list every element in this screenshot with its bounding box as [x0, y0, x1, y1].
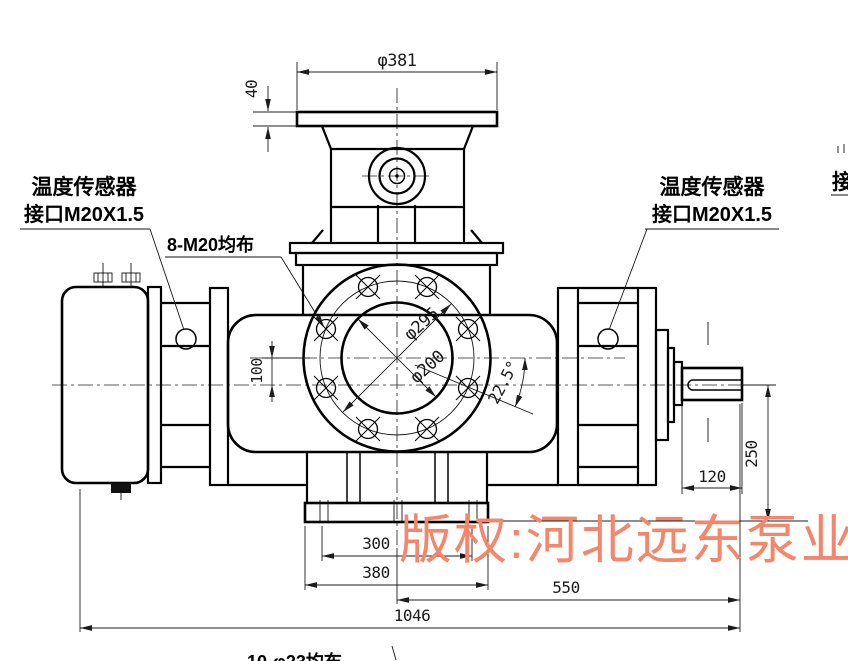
- spool-lower-flange: [288, 241, 505, 255]
- bolt-hole: [414, 416, 440, 442]
- callout-labels: 温度传感器 接口M20X1.5 温度传感器 接口M20X1.5 8-M20均布 …: [20, 144, 848, 661]
- centerlines: [52, 88, 748, 548]
- dim-text: φ200: [406, 347, 449, 388]
- dim-text: 100: [248, 358, 266, 384]
- bolt-callout: 8-M20均布: [165, 234, 325, 328]
- bolt-hole: [414, 274, 440, 300]
- bolt-circle: [319, 280, 475, 436]
- bolt-hole: [313, 316, 339, 342]
- copyright-watermark: 版权:河北远东泵业: [399, 511, 848, 570]
- temperature-sensor-port-left: [175, 328, 197, 350]
- dim-axis-offset: 100: [248, 341, 310, 402]
- bolt-hole: [455, 316, 481, 342]
- label-text: 温度传感器: [660, 175, 766, 199]
- casing-flange-right: [556, 286, 580, 487]
- right-edge-partial-callout: 接: [831, 144, 848, 196]
- dim-top-flange-thickness: 40: [242, 80, 296, 152]
- drive-shaft: [680, 366, 744, 402]
- label-text: 接口M20X1.5: [652, 203, 772, 226]
- dim-text: 300: [362, 534, 389, 553]
- left-bearing-housing: [60, 263, 163, 500]
- vent-plug: [93, 263, 113, 287]
- dim-overall-length: 1046: [79, 489, 740, 632]
- vent-plug: [121, 263, 141, 287]
- dim-center-to-shaft-end: 550: [396, 404, 741, 632]
- right-bearing-housing: [578, 286, 744, 487]
- label-text: 温度传感器: [32, 175, 138, 199]
- label-text: 8-M20均布: [167, 234, 254, 255]
- dim-text: 1046: [394, 606, 431, 625]
- sensor-callout-left: 温度传感器 接口M20X1.5: [20, 175, 185, 331]
- keyway: [687, 379, 742, 391]
- dim-centerline-height: 250: [490, 384, 808, 522]
- bottom-partial-callout: 10-φ23均布: [247, 645, 397, 661]
- dim-shaft-extension: 120: [681, 403, 743, 494]
- sensor-callout-right: 温度传感器 接口M20X1.5: [608, 175, 779, 331]
- bore-circle: [340, 301, 454, 415]
- dim-text: 250: [742, 440, 761, 467]
- dim-text: 120: [698, 467, 725, 486]
- dim-foot-flange-width: 380: [304, 526, 489, 590]
- bearing-eye: [367, 146, 427, 206]
- suction-foot-flange: [303, 452, 490, 524]
- label-text: 接: [832, 171, 848, 194]
- dim-top-flange-diameter: φ381: [296, 51, 498, 110]
- casing-flange-left: [208, 286, 230, 487]
- bolt-hole: [313, 375, 339, 401]
- label-text: 10-φ23均布: [247, 651, 342, 661]
- drain-plug: [111, 483, 131, 500]
- pump-casing: [208, 286, 580, 487]
- bolt-hole: [355, 274, 381, 300]
- top-flange: [295, 110, 499, 128]
- bearing-end-plate: [636, 286, 658, 487]
- left-coupling-section: [161, 301, 210, 469]
- dim-text: 40: [242, 80, 261, 98]
- dim-text: 380: [362, 563, 389, 582]
- dim-text: 550: [552, 578, 579, 597]
- label-text: 接口M20X1.5: [24, 203, 144, 226]
- bolt-hole: [355, 416, 381, 442]
- temperature-sensor-port-right: [597, 328, 619, 350]
- top-inlet-spool: [288, 110, 505, 315]
- dim-text: φ295: [400, 304, 442, 345]
- bolt-hole: [455, 375, 481, 401]
- dim-text: φ381: [378, 51, 417, 71]
